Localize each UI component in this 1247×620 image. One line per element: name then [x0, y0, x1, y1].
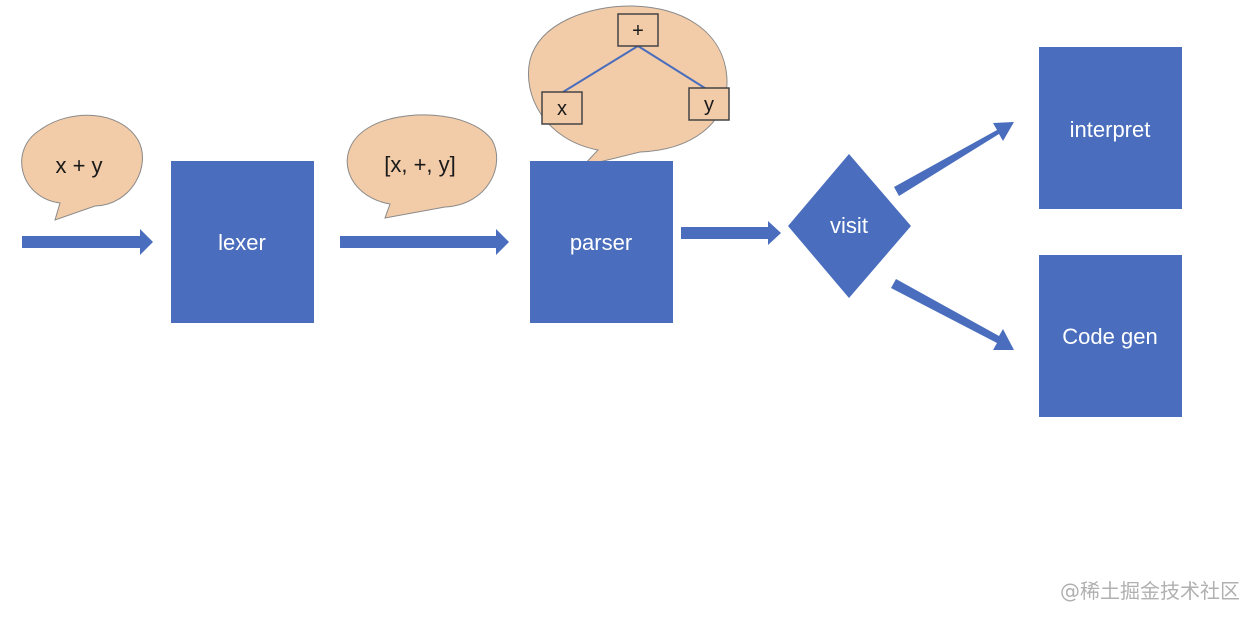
ast-right-label: y — [704, 94, 714, 116]
tokens-bubble-label: [x, +, y] — [384, 152, 456, 177]
ast-edge-right — [637, 45, 709, 91]
source-bubble-label: x + y — [55, 153, 102, 178]
arrow-lexer-to-parser — [340, 229, 509, 255]
lexer-label: lexer — [218, 230, 266, 255]
visit-diamond: visit — [788, 154, 911, 298]
ast-left-label: x — [557, 98, 567, 120]
visit-label: visit — [830, 213, 868, 238]
codegen-label: Code gen — [1062, 324, 1157, 349]
tokens-bubble: [x, +, y] — [346, 114, 498, 219]
lexer-box: lexer — [171, 161, 314, 323]
interpret-label: interpret — [1070, 117, 1151, 142]
ast-node-left: x — [541, 91, 583, 125]
interpret-box: interpret — [1039, 47, 1182, 209]
ast-bubble: + x y — [528, 5, 730, 167]
ast-root-label: + — [632, 20, 644, 42]
ast-edge-left — [562, 45, 639, 93]
watermark-text: @稀土掘金技术社区 — [1060, 579, 1240, 603]
arrow-visit-to-codegen — [891, 279, 1014, 350]
codegen-box: Code gen — [1039, 255, 1182, 417]
arrow-input-to-lexer — [22, 229, 153, 255]
parser-label: parser — [570, 230, 632, 255]
arrow-visit-to-interpret — [894, 122, 1014, 196]
source-bubble: x + y — [21, 114, 143, 221]
ast-node-right: y — [688, 87, 730, 121]
ast-node-root: + — [617, 13, 659, 47]
arrow-parser-to-visit — [681, 221, 781, 245]
parser-box: parser — [530, 161, 673, 323]
